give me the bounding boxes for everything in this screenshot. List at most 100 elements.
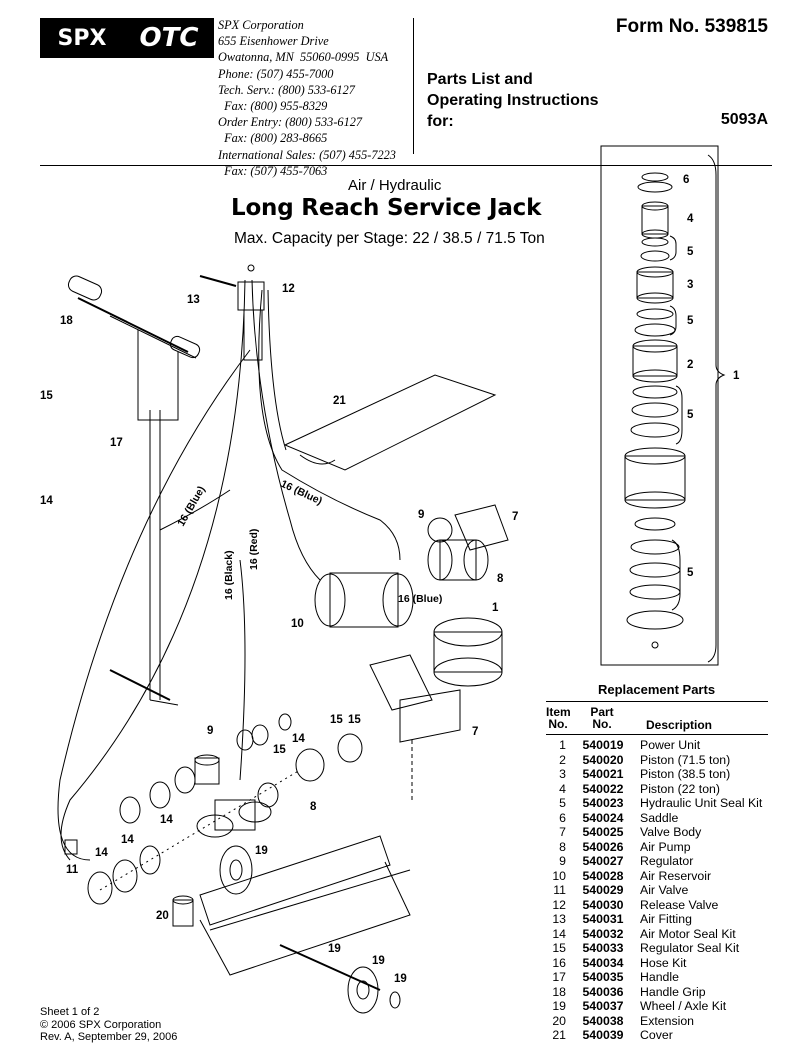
callout: 14 bbox=[160, 814, 173, 826]
callout: 4 bbox=[687, 213, 694, 225]
callout: 15 bbox=[273, 744, 286, 756]
otc-logo-text: OTC bbox=[139, 23, 199, 53]
callout: 1 bbox=[492, 602, 499, 614]
callout: 3 bbox=[687, 279, 693, 291]
power-unit-frame bbox=[600, 145, 719, 666]
item-number: 3 bbox=[559, 767, 566, 781]
item-number: 2 bbox=[559, 752, 566, 767]
part-number: 540031 bbox=[582, 912, 624, 926]
part-description: Saddle bbox=[640, 810, 679, 825]
parts-list-line: Operating Instructions bbox=[427, 92, 599, 109]
part-description: Power Unit bbox=[640, 738, 701, 752]
address-line: Owatonna, MN 55060-0995 USA bbox=[218, 50, 389, 65]
header-divider bbox=[413, 18, 414, 154]
callout: 17 bbox=[110, 437, 123, 449]
item-number: 20 bbox=[552, 1013, 566, 1028]
callout: 1 bbox=[733, 370, 740, 382]
callout: 6 bbox=[683, 174, 689, 186]
callout: 12 bbox=[282, 283, 295, 295]
callout: 21 bbox=[333, 395, 346, 407]
part-number: 540034 bbox=[582, 955, 624, 970]
product-subtitle: Air / Hydraulic bbox=[348, 177, 442, 194]
part-description: Air Pump bbox=[640, 839, 691, 854]
item-number: 17 bbox=[552, 970, 566, 984]
item-number: 4 bbox=[559, 781, 566, 796]
otc-logo: OTC bbox=[124, 18, 214, 58]
item-1-brace bbox=[707, 154, 726, 663]
callout: 15 bbox=[330, 714, 343, 726]
part-number: 540026 bbox=[582, 839, 624, 854]
callout: 5 bbox=[687, 246, 694, 258]
part-number: 540035 bbox=[582, 970, 624, 984]
callout: 14 bbox=[95, 847, 108, 859]
product-title: Long Reach Service Jack bbox=[231, 195, 542, 221]
part-number: 540025 bbox=[582, 825, 624, 839]
item-number: 14 bbox=[552, 926, 566, 941]
address-line: Fax: (800) 283-8665 bbox=[218, 131, 328, 146]
item-number: 16 bbox=[552, 955, 566, 970]
part-number: 540019 bbox=[582, 738, 624, 752]
table-row: 16 540034 Hose Kit bbox=[546, 956, 770, 971]
parts-list-line: Parts List and bbox=[427, 71, 533, 88]
callout: 9 bbox=[207, 725, 213, 737]
part-number: 540029 bbox=[582, 883, 624, 897]
replacement-parts-title: Replacement Parts bbox=[598, 682, 716, 697]
form-number: Form No. 539815 bbox=[615, 16, 768, 37]
callout: 8 bbox=[497, 573, 504, 585]
sheet-number: Sheet 1 of 2 bbox=[40, 1006, 100, 1018]
address-line: Fax: (507) 455-7063 bbox=[218, 163, 328, 178]
item-number: 5 bbox=[559, 796, 566, 810]
address-line: 655 Eisenhower Drive bbox=[218, 34, 329, 49]
hose-label: 16 (Blue) bbox=[398, 593, 442, 605]
page-footer: Sheet 1 of 2 © 2006 SPX Corporation Rev.… bbox=[40, 1006, 177, 1044]
hose-label: 16 (Black) bbox=[223, 550, 235, 600]
part-description: Regulator Seal Kit bbox=[640, 941, 740, 955]
callout: 14 bbox=[121, 834, 134, 846]
item-number: 6 bbox=[559, 810, 566, 825]
item-number: 7 bbox=[559, 825, 566, 839]
callout: 19 bbox=[372, 955, 385, 967]
callout: 9 bbox=[418, 509, 424, 521]
address-line: International Sales: (507) 455-7223 bbox=[218, 147, 396, 162]
table-header-rule bbox=[546, 734, 768, 735]
callout: 7 bbox=[512, 511, 518, 523]
part-description: Air Valve bbox=[640, 883, 689, 897]
part-description: Cover bbox=[640, 1028, 673, 1042]
item-number: 21 bbox=[552, 1028, 566, 1042]
parts-list-heading: Parts List and Operating Instructions fo… bbox=[427, 69, 599, 132]
callout: 15 bbox=[348, 714, 361, 726]
callout: 8 bbox=[310, 801, 317, 813]
part-description: Handle Grip bbox=[640, 984, 706, 999]
revision: Rev. A, September 29, 2006 bbox=[40, 1031, 178, 1043]
item-number: 8 bbox=[559, 839, 566, 854]
part-number: 540030 bbox=[582, 897, 624, 912]
callout: 19 bbox=[255, 845, 268, 857]
part-description: Air Motor Seal Kit bbox=[640, 926, 736, 941]
part-description: Piston (71.5 ton) bbox=[640, 752, 731, 767]
callout: 20 bbox=[156, 910, 169, 922]
callout: 11 bbox=[66, 864, 79, 876]
part-description: Wheel / Axle Kit bbox=[640, 999, 727, 1013]
copyright: © 2006 SPX Corporation bbox=[40, 1018, 162, 1031]
item-number: 19 bbox=[552, 999, 566, 1013]
callout: 13 bbox=[187, 294, 200, 306]
part-description: Air Reservoir bbox=[640, 868, 712, 883]
part-description: Hose Kit bbox=[640, 955, 687, 970]
item-number: 18 bbox=[552, 984, 566, 999]
